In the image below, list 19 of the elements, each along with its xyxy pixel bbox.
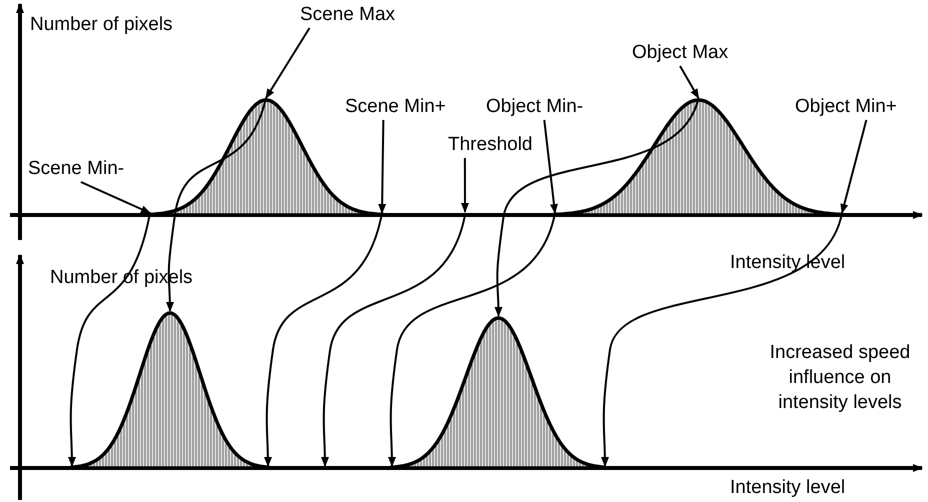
mapping-arrow xyxy=(166,98,267,312)
note-text: Increased speed influence on intensity levels xyxy=(768,341,912,415)
leader-line xyxy=(80,181,151,214)
leader-line xyxy=(543,120,558,214)
annotation-label: Scene Min- xyxy=(28,158,124,180)
axis-title: Intensity level xyxy=(730,477,846,499)
leader-line xyxy=(460,158,469,213)
leader-line xyxy=(679,66,700,99)
annotation-label: Object Min+ xyxy=(795,96,897,118)
annotation-label: Object Max xyxy=(632,42,728,64)
annotation-label: Object Min- xyxy=(486,96,584,118)
axis-title: Number of pixels xyxy=(30,14,173,36)
annotation-label: Scene Min+ xyxy=(345,96,446,118)
leader-line xyxy=(840,120,868,214)
annotation-label: Scene Max xyxy=(300,4,396,26)
annotation-label: Threshold xyxy=(448,134,532,156)
leader-line xyxy=(378,120,386,214)
leader-line xyxy=(265,27,310,99)
mapping-arrow xyxy=(494,98,700,317)
